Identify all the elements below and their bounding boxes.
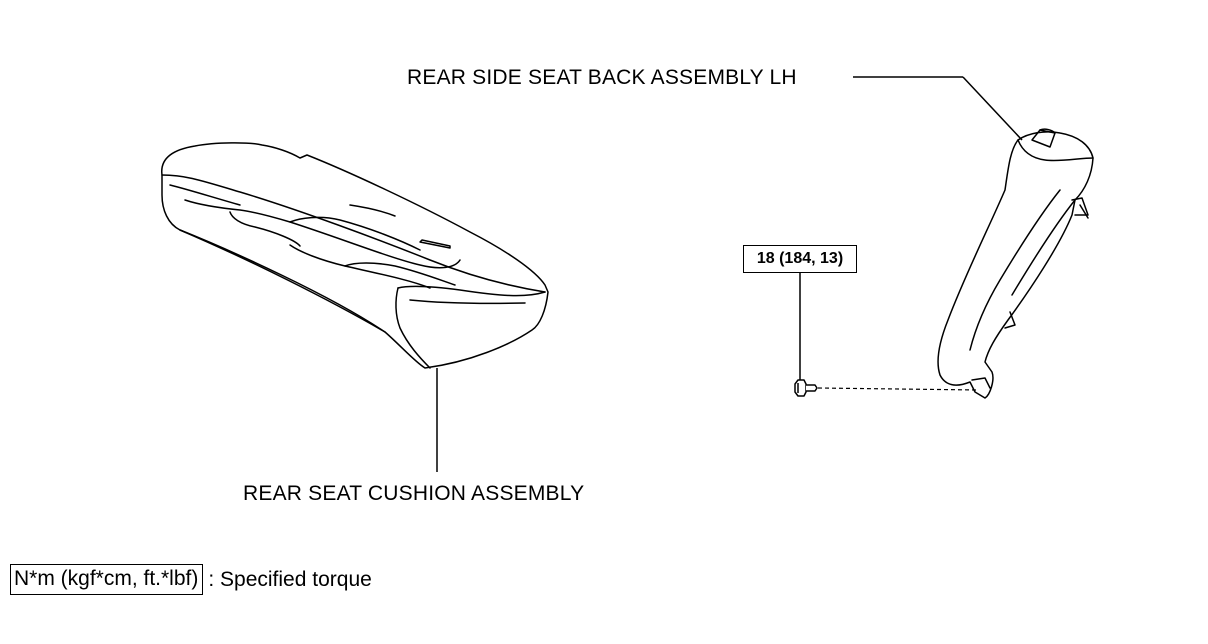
rear-seat-cushion-drawing — [161, 142, 549, 369]
bolt-alignment-dashed-line — [817, 387, 979, 391]
rear-side-seat-back-drawing — [937, 128, 1094, 399]
seat-back-leader-line-angled — [962, 76, 1023, 141]
seat-cushion-label: REAR SEAT CUSHION ASSEMBLY — [243, 482, 585, 505]
torque-unit-box: N*m (kgf*cm, ft.*lbf) — [10, 564, 204, 595]
torque-legend-description: : Specified torque — [208, 567, 372, 591]
bolt-torque-label: 18 (184, 13) — [743, 245, 857, 273]
bolt-drawing — [794, 379, 818, 397]
torque-legend: N*m (kgf*cm, ft.*lbf) : Specified torque — [10, 564, 372, 595]
seat-back-label: REAR SIDE SEAT BACK ASSEMBLY LH — [407, 66, 797, 89]
